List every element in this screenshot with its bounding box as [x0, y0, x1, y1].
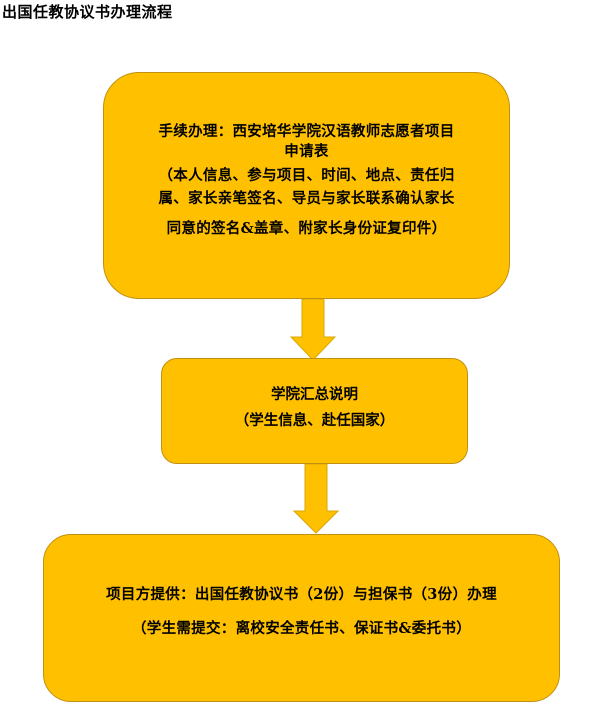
- page-title: 出国任教协议书办理流程: [2, 3, 173, 21]
- step-text-line: 属、家长亲笔签名、导员与家长联系确认家长: [158, 190, 455, 207]
- down-arrow-icon: [293, 464, 339, 534]
- step-text-line: （学生需提交：离校安全责任书、保证书&委托书）: [132, 620, 471, 637]
- step-text-line: 手续办理：西安培华学院汉语教师志愿者项目: [158, 123, 455, 140]
- flow-step-agreement: 项目方提供：出国任教协议书（2份）与担保书（3份）办理 （学生需提交：离校安全责…: [43, 534, 560, 702]
- flow-step-summary: 学院汇总说明 （学生信息、赴任国家）: [161, 358, 468, 464]
- step-text-line: 项目方提供：出国任教协议书（2份）与担保书（3份）办理: [106, 586, 497, 603]
- step-text-line: 学院汇总说明: [271, 386, 358, 403]
- step-text-line: 同意的签名&盖章、附家长身份证复印件）: [166, 220, 447, 237]
- step-text-line: 申请表: [284, 143, 329, 160]
- flow-step-application: 手续办理：西安培华学院汉语教师志愿者项目 申请表 （本人信息、参与项目、时间、地…: [103, 72, 510, 299]
- step-text-line: （本人信息、参与项目、时间、地点、责任归: [158, 167, 455, 184]
- step-text-line: （学生信息、赴任国家）: [234, 412, 395, 429]
- down-arrow-icon: [290, 299, 336, 361]
